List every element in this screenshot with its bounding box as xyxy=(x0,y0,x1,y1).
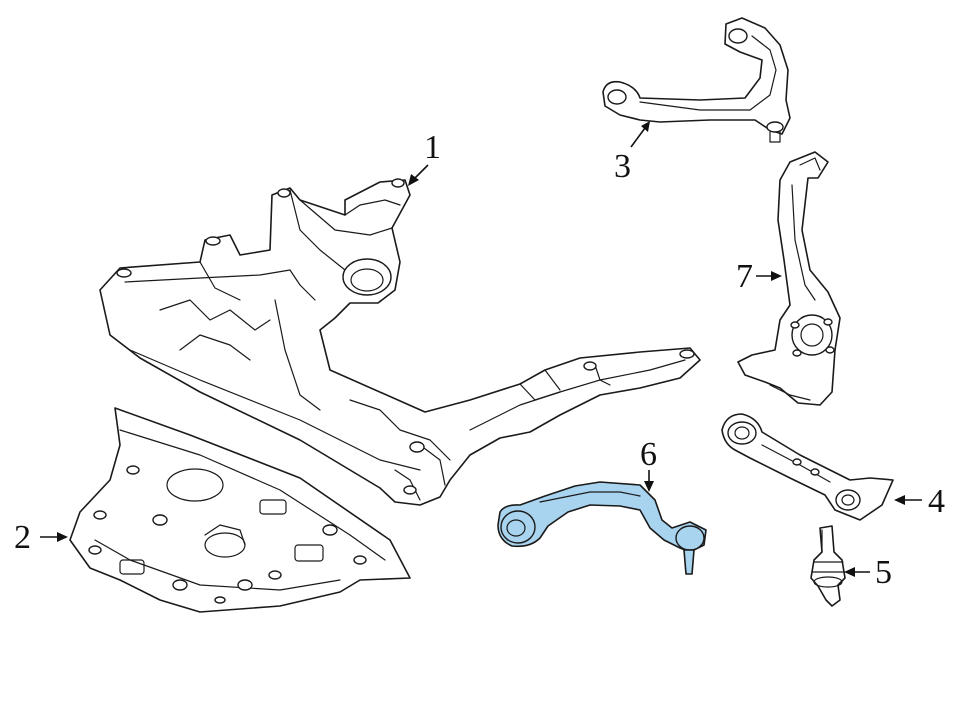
part-1-subframe[interactable] xyxy=(99,178,701,506)
callout-1: 1 xyxy=(408,129,441,186)
callout-4-arrow xyxy=(894,495,905,505)
callout-6-arrow xyxy=(644,481,654,492)
callout-1-label: 1 xyxy=(424,129,441,166)
part-3-upper-control-arm[interactable] xyxy=(602,17,791,143)
callout-1-arrow xyxy=(408,174,419,186)
callout-3-arrow xyxy=(641,121,650,132)
part-6-control-arm-highlighted[interactable] xyxy=(497,481,707,575)
callout-6: 6 xyxy=(640,436,657,492)
callout-3: 3 xyxy=(614,121,650,185)
callout-7: 7 xyxy=(736,258,782,295)
callout-2-label: 2 xyxy=(14,519,31,556)
callout-2: 2 xyxy=(14,519,68,556)
callout-3-leader xyxy=(630,127,646,148)
callout-4: 4 xyxy=(894,483,945,520)
callout-4-label: 4 xyxy=(928,483,945,520)
callout-6-label: 6 xyxy=(640,436,657,473)
callout-7-arrow xyxy=(771,271,782,281)
callout-2-arrow xyxy=(57,532,68,542)
callout-3-label: 3 xyxy=(614,148,631,185)
callout-5-label: 5 xyxy=(875,554,892,591)
part-2-splash-shield[interactable] xyxy=(69,407,411,613)
callout-5: 5 xyxy=(844,554,892,591)
callout-5-arrow xyxy=(844,567,855,577)
part-7-steering-knuckle[interactable] xyxy=(737,151,841,406)
part-4-lower-control-arm[interactable] xyxy=(721,413,894,521)
part-5-ball-joint[interactable] xyxy=(810,525,846,607)
callout-7-label: 7 xyxy=(736,258,753,295)
